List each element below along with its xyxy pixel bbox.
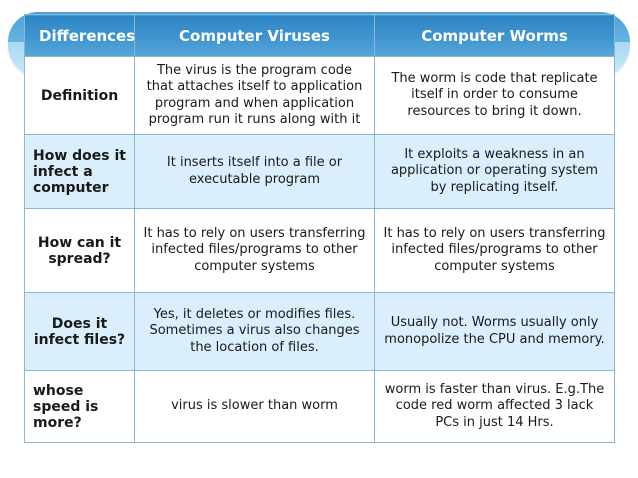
cell-virus-definition: The virus is the program code that attac… — [134, 56, 375, 135]
row-label-definition: Definition — [24, 56, 135, 135]
column-header-computer-worms: Computer Worms — [374, 14, 615, 57]
cell-worm-definition: The worm is code that replicate itself i… — [374, 56, 615, 135]
cell-worm-infect-computer: It exploits a weakness in an application… — [374, 134, 615, 209]
column-header-computer-viruses: Computer Viruses — [134, 14, 375, 57]
cell-worm-speed: worm is faster than virus. E.g.The code … — [374, 370, 615, 443]
table-row: whose speed is more? virus is slower tha… — [24, 370, 615, 443]
cell-worm-spread: It has to rely on users transferring inf… — [374, 208, 615, 293]
row-label-whose-speed-is-more: whose speed is more? — [24, 370, 135, 443]
column-header-differences: Differences — [24, 14, 135, 57]
comparison-table-wrapper: Differences Computer Viruses Computer Wo… — [24, 14, 615, 443]
cell-virus-speed: virus is slower than worm — [134, 370, 375, 443]
table-row: How can it spread? It has to rely on use… — [24, 208, 615, 293]
table-body: Definition The virus is the program code… — [24, 56, 615, 443]
row-label-does-it-infect-files: Does it infect files? — [24, 292, 135, 371]
row-label-how-can-it-spread: How can it spread? — [24, 208, 135, 293]
table-row: How does it infect a computer It inserts… — [24, 134, 615, 209]
table-header-row: Differences Computer Viruses Computer Wo… — [24, 14, 615, 57]
comparison-table: Differences Computer Viruses Computer Wo… — [24, 14, 615, 443]
table-row: Definition The virus is the program code… — [24, 56, 615, 135]
cell-worm-infect-files: Usually not. Worms usually only monopoli… — [374, 292, 615, 371]
cell-virus-infect-files: Yes, it deletes or modifies files. Somet… — [134, 292, 375, 371]
table-row: Does it infect files? Yes, it deletes or… — [24, 292, 615, 371]
row-label-how-does-it-infect-a-computer: How does it infect a computer — [24, 134, 135, 209]
table-header: Differences Computer Viruses Computer Wo… — [24, 14, 615, 57]
cell-virus-spread: It has to rely on users transferring inf… — [134, 208, 375, 293]
cell-virus-infect-computer: It inserts itself into a file or executa… — [134, 134, 375, 209]
